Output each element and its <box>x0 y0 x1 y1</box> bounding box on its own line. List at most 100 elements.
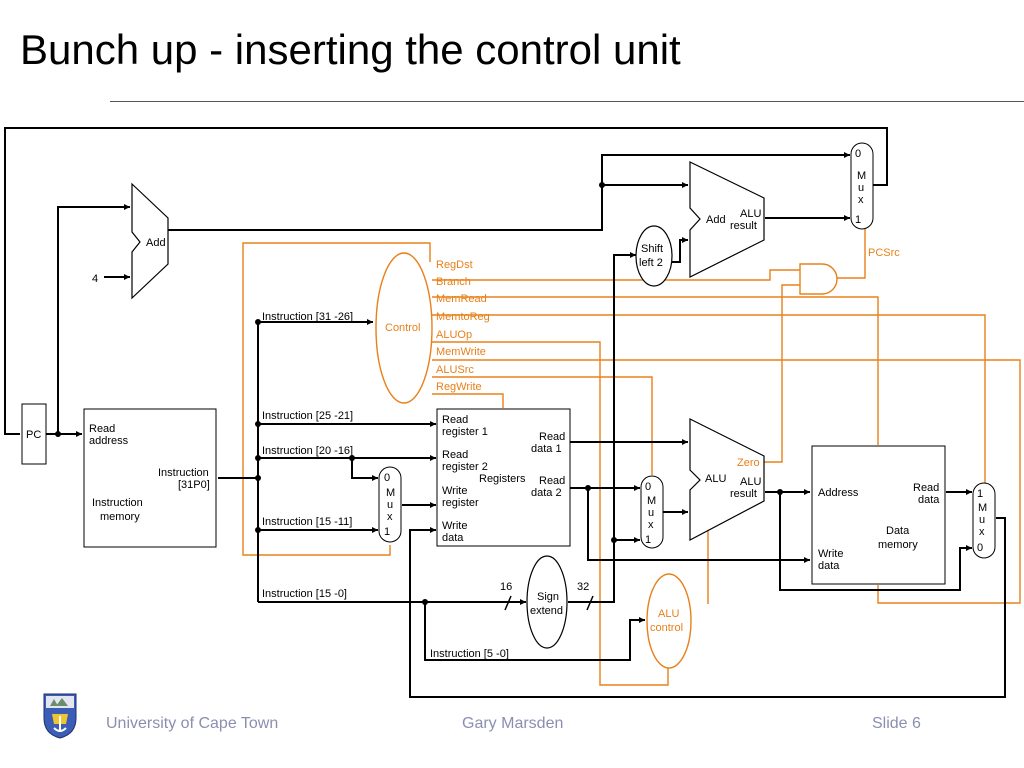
signal-regwrite: RegWrite <box>436 381 482 393</box>
constant-four: 4 <box>92 273 98 285</box>
shift-left-1: Shift <box>641 243 663 255</box>
dm-name-2: memory <box>878 539 918 551</box>
regdst-mux-in0: 0 <box>384 472 390 484</box>
regdst-mux-x: x <box>387 511 393 523</box>
signal-memwrite: MemWrite <box>436 346 486 358</box>
sign-extend-in-width: 16 <box>500 581 512 593</box>
pcsrc-mux-in0: 0 <box>855 148 861 160</box>
im-read-address-1: Read <box>89 423 115 435</box>
im-name-2: memory <box>100 511 140 523</box>
pc-adder-label: Add <box>146 237 166 249</box>
signal-memread: MemRead <box>436 293 487 305</box>
reg-read2-a: Read <box>442 449 468 461</box>
control-unit: Control <box>375 252 433 404</box>
data-memory: Address Read data Data memory Write data <box>811 445 946 585</box>
instr-31-26: Instruction [31 -26] <box>262 311 353 323</box>
reg-read1-b: register 1 <box>442 426 488 438</box>
reg-rdata1-a: Read <box>539 431 565 443</box>
memtoreg-mux-in0: 0 <box>977 542 983 554</box>
title-divider <box>110 101 1024 102</box>
reg-rdata2-a: Read <box>539 475 565 487</box>
reg-rdata1-b: data 1 <box>531 443 562 455</box>
main-alu: ALU Zero ALU result <box>689 418 765 541</box>
instr-15-11: Instruction [15 -11] <box>262 516 352 528</box>
footer-slide-number: Slide 6 <box>872 715 921 732</box>
branch-adder-label: Add <box>706 214 726 226</box>
alu-control-2: control <box>650 622 683 634</box>
regdst-mux-m: M <box>386 487 395 499</box>
dm-read-2: data <box>918 494 940 506</box>
alusrc-mux-u: u <box>648 507 654 519</box>
university-crest-logo <box>43 693 77 739</box>
dm-read-1: Read <box>913 482 939 494</box>
instr-25-21: Instruction [25 -21] <box>262 410 353 422</box>
instruction-memory: Read address Instruction [31P0] Instruct… <box>83 408 217 548</box>
pc-label: PC <box>26 429 41 441</box>
im-name-1: Instruction <box>92 497 143 509</box>
alu-zero: Zero <box>737 457 760 469</box>
branch-and-gate <box>799 263 838 295</box>
branch-adder: Add ALU result <box>689 161 765 278</box>
slide-title: Bunch up - inserting the control unit <box>20 26 681 73</box>
dm-write-1: Write <box>818 548 843 560</box>
control-signal-labels: RegDst Branch MemRead MemtoReg ALUOp Mem… <box>436 259 490 393</box>
pcsrc-mux-m: M <box>857 170 866 182</box>
alu-result-2: result <box>730 488 757 500</box>
reg-write-a: Write <box>442 485 467 497</box>
signal-regdst: RegDst <box>436 259 473 271</box>
regdst-mux-in1: 1 <box>384 526 390 538</box>
memtoreg-mux-u: u <box>979 514 985 526</box>
instr-15-0: Instruction [15 -0] <box>262 588 347 600</box>
im-instruction-2: [31P0] <box>178 479 210 491</box>
im-instruction-1: Instruction <box>158 467 209 479</box>
data-wires <box>4 127 1006 698</box>
shift-left-2-unit: Shift left 2 <box>635 225 673 287</box>
sign-extend-unit: Sign extend <box>526 555 568 649</box>
pcsrc-mux-in1: 1 <box>855 214 861 226</box>
reg-name: Registers <box>479 473 526 485</box>
reg-read1-a: Read <box>442 414 468 426</box>
pcsrc-mux-x: x <box>858 194 864 206</box>
alusrc-mux-in0: 0 <box>645 481 651 493</box>
reg-read2-b: register 2 <box>442 461 488 473</box>
alusrc-mux: 0 M u x 1 <box>640 475 664 549</box>
regdst-mux-u: u <box>387 499 393 511</box>
im-read-address-2: address <box>89 435 129 447</box>
instr-20-16: Instruction [20 -16] <box>262 445 353 457</box>
signal-branch: Branch <box>436 276 471 288</box>
sign-extend-out-width: 32 <box>577 581 589 593</box>
dm-write-2: data <box>818 560 840 572</box>
memtoreg-mux-x: x <box>979 526 985 538</box>
alu-label: ALU <box>705 473 726 485</box>
pc-adder: Add <box>131 182 169 300</box>
register-file: Read register 1 Read register 2 Write re… <box>436 408 571 547</box>
sign-extend-1: Sign <box>537 591 559 603</box>
alusrc-mux-in1: 1 <box>645 534 651 546</box>
alu-control-1: ALU <box>658 608 679 620</box>
footer-author: Gary Marsden <box>462 715 564 732</box>
memtoreg-mux: 1 M u x 0 <box>972 482 996 559</box>
signal-memtoreg: MemtoReg <box>436 311 490 323</box>
pcsrc-mux-u: u <box>858 182 864 194</box>
reg-wdata-b: data <box>442 532 464 544</box>
alu-result-1: ALU <box>740 476 761 488</box>
bus-width-marks <box>504 595 594 611</box>
footer-institution: University of Cape Town <box>106 715 279 732</box>
regdst-mux: 0 M u x 1 <box>378 466 402 543</box>
control-label: Control <box>385 322 420 334</box>
signal-aluop: ALUOp <box>436 329 472 341</box>
reg-rdata2-b: data 2 <box>531 487 562 499</box>
signal-alusrc: ALUSrc <box>436 364 474 376</box>
pcsrc-label: PCSrc <box>868 247 900 259</box>
memtoreg-mux-m: M <box>978 502 987 514</box>
shift-left-2: left 2 <box>639 257 663 269</box>
alusrc-mux-x: x <box>648 519 654 531</box>
alusrc-mux-m: M <box>647 495 656 507</box>
reg-write-b: register <box>442 497 479 509</box>
branch-adder-result-2: result <box>730 220 757 232</box>
memtoreg-mux-in1: 1 <box>977 488 983 500</box>
dm-name-1: Data <box>886 525 910 537</box>
branch-adder-result-1: ALU <box>740 208 761 220</box>
sign-extend-2: extend <box>530 605 563 617</box>
